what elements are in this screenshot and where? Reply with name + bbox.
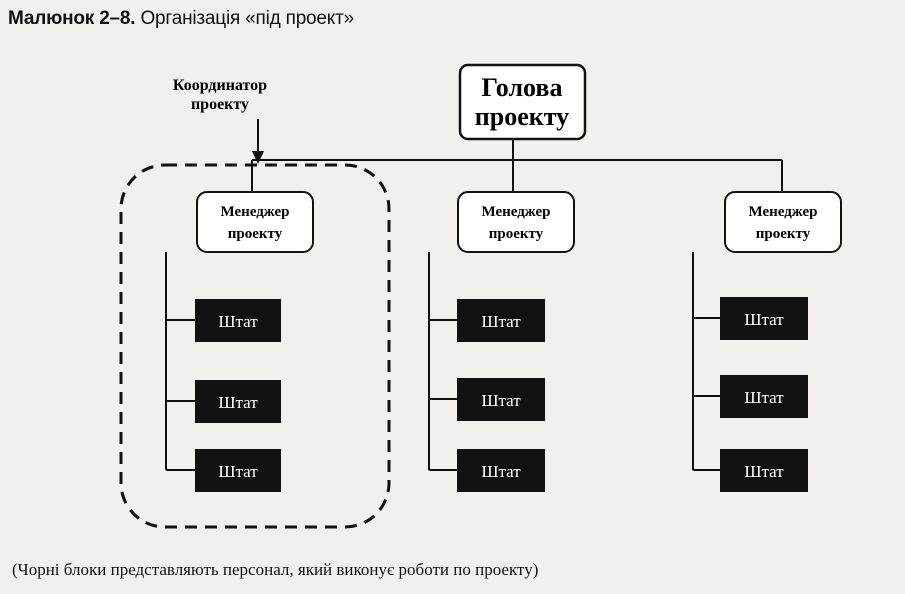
staff-label-3-2: Штат [744,388,784,407]
figure-caption: Малюнок 2–8. Організація «під проект» [8,8,354,30]
coordinator-region [119,163,391,529]
staff-box-1-2 [195,380,281,423]
staff-box-3-2 [720,375,808,418]
manager-2: Менеджер проекту [457,191,575,253]
footnote: (Чорні блоки представляють персонал, яки… [12,560,539,579]
staff-label-1-3: Штат [218,462,258,481]
staff-box-3-1 [720,297,808,340]
staff-box-2-2 [457,378,545,421]
manager-3: Менеджер проекту [724,191,842,253]
head-label-line1: Голова [482,73,563,102]
staff-box-1-3 [195,449,281,492]
staff-box-2-1 [457,299,545,342]
staff-label-3-3: Штат [744,462,784,481]
manager-2-line1: Менеджер [482,204,551,220]
manager-3-line2: проекту [756,226,811,242]
manager-1: Менеджер проекту [196,191,314,253]
manager-2-line2: проекту [489,226,544,242]
manager-1-line2: проекту [228,226,283,242]
staff-box-2-3 [457,449,545,492]
staff-label-2-2: Штат [481,391,521,410]
staff-label-2-1: Штат [481,312,521,331]
connectors [165,119,783,471]
staff-label-1-1: Штат [218,312,258,331]
figure-title: Організація «під проект» [140,8,354,29]
head-box [458,63,587,141]
staff-label-2-3: Штат [481,462,521,481]
coordinator-label-line1: Координатор [173,77,267,94]
manager-box-2 [457,191,575,253]
manager-box-1 [196,191,314,253]
manager-3-line1: Менеджер [749,204,818,220]
manager-1-line1: Менеджер [221,204,290,220]
staff-label-1-2: Штат [218,393,258,412]
staff-box-1-1 [195,299,281,342]
staff-box-3-3 [720,449,808,492]
figure-number: Малюнок 2–8. [8,8,136,29]
head-label-line2: проекту [475,102,569,131]
coordinator-arrow-head [252,151,264,164]
manager-box-3 [724,191,842,253]
staff-label-3-1: Штат [744,310,784,329]
coordinator-label-line2: проекту [191,96,249,113]
